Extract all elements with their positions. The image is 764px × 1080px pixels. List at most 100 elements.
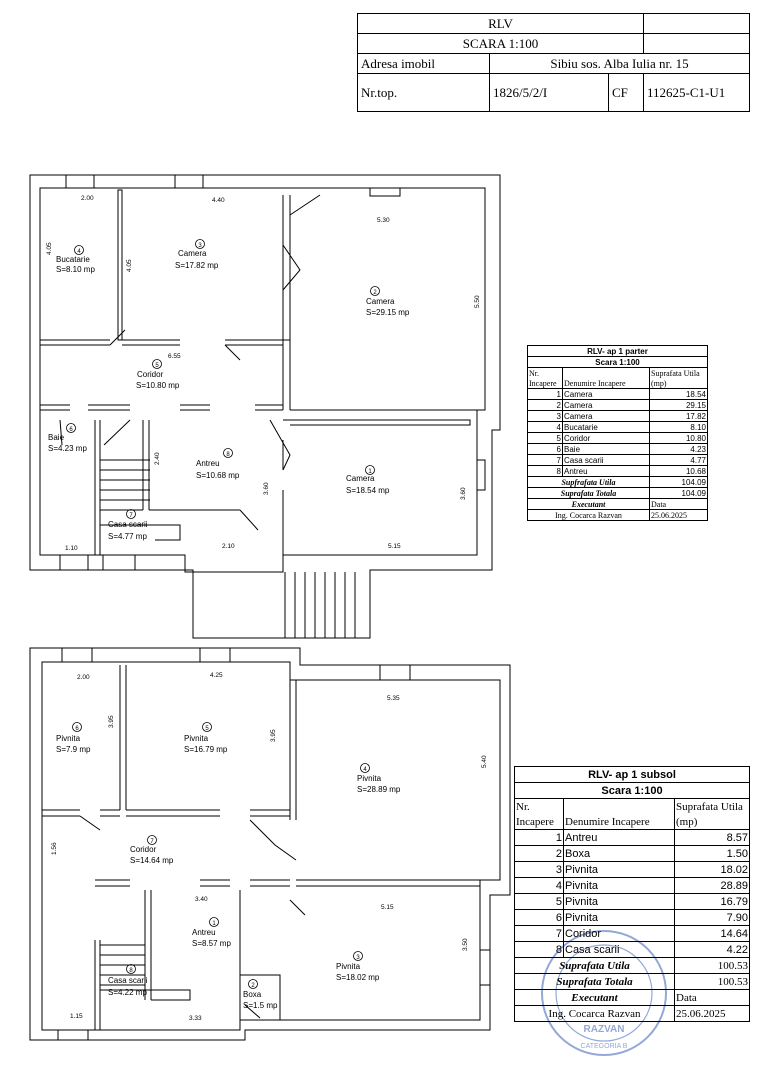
parter-scale: Scara 1:100 [527,356,708,368]
row-nr: 4 [514,877,564,894]
row-area: 18.02 [674,861,750,878]
subsol-title: RLV- ap 1 subsol [514,766,750,783]
dim-p-7: 2.40 [154,452,161,465]
room-name-s6: Pivnita [56,734,81,743]
subsol-sum-utila: 100.53 [674,957,750,974]
dim-s-7: 3.40 [195,896,208,903]
row-area: 8.10 [649,421,708,433]
room-name-s1: Antreu [192,928,216,937]
stamp-category: CATEGORIA B [581,1043,628,1050]
room-num-s2: 2 [251,983,255,989]
dim-p-9: 3.60 [460,487,467,500]
row-area: 18.54 [649,388,708,400]
dim-p-11: 2.10 [222,543,235,550]
row-nr: 3 [514,861,564,878]
dim-s-2: 5.35 [387,695,400,702]
dim-s-6: 1.56 [51,842,58,855]
room-name-p3: Camera [178,249,207,258]
room-name-p7: Casa scarii [108,520,148,529]
row-area: 28.89 [674,877,750,894]
room-area-s6: S=7.9 mp [56,745,91,754]
dim-s-9: 3.50 [462,938,469,951]
dim-s-4: 3.95 [270,729,277,742]
row-name: Camera [562,410,650,422]
row-area: 4.23 [649,443,708,455]
room-num-s5: 5 [205,726,209,732]
room-area-s5: S=16.79 mp [184,745,228,754]
room-name-p8: Antreu [196,459,220,468]
parter-col-area-1: Suprafata Utila [649,367,708,378]
subsol-sum-totala-label: Suprafata Totala [514,973,675,990]
row-nr: 5 [514,893,564,910]
room-num-s3: 3 [356,955,360,961]
plan-subsol-walls [29,647,511,1041]
room-num-p2: 2 [373,290,377,296]
plan-parter-walls [29,174,501,639]
parter-col-name: Denumire Incapere [562,378,650,389]
dim-s-0: 2.00 [77,674,90,681]
dim-p-5: 5.50 [474,295,481,308]
room-name-p1: Camera [346,474,375,483]
parter-col-nr-2: Incapere [527,378,563,389]
row-area: 14.64 [674,925,750,942]
dim-p-12: 5.15 [388,543,401,550]
row-nr: 8 [527,465,563,477]
subsol-executant-label: Executant [514,989,675,1006]
room-name-s8: Casa scarii [108,976,148,985]
parter-col-nr-1: Nr. [527,367,563,378]
room-area-p6: S=4.23 mp [48,444,87,453]
stamp-name: RAZVAN [584,1024,625,1035]
row-name: Casa scarii [563,941,675,958]
row-name: Boxa [563,845,675,862]
subsol-col-name: Denumire Incapere [563,814,675,830]
row-area: 4.22 [674,941,750,958]
parter-title: RLV- ap 1 parter [527,345,708,357]
room-num-p7: 7 [129,513,133,519]
dim-p-4: 4.05 [126,259,133,272]
room-num-s1: 1 [212,921,216,927]
parter-col-area-2: (mp) [649,378,708,389]
subsol-date: 25.06.2025 [674,1005,750,1022]
dim-s-10: 1.15 [70,1013,83,1020]
room-area-p7: S=4.77 mp [108,532,147,541]
header-table: RLV SCARA 1:100 Adresa imobil Sibiu sos.… [357,13,750,112]
room-area-s4: S=28.89 mp [357,785,401,794]
parter-data-label: Data [649,498,708,510]
room-area-p8: S=10.68 mp [196,471,240,480]
room-circles-subsol [72,722,370,989]
plan-subsol-labels: 6 Pivnita S=7.9 mp 5 Pivnita S=16.79 mp … [51,672,488,1022]
row-nr: 2 [527,399,563,411]
room-name-s2: Boxa [243,990,262,999]
row-nr: 2 [514,845,564,862]
row-name: Camera [562,399,650,411]
room-area-s2: S=1.5 mp [243,1001,278,1010]
row-nr: 7 [527,454,563,466]
subsol-summary-table: RLV- ap 1 subsol Scara 1:100 Nr. Suprafa… [514,766,750,1022]
row-area: 10.80 [649,432,708,444]
plan-parter-labels: 4 Bucatarie S=8.10 mp 3 Camera S=17.82 m… [46,195,481,552]
parter-sum-totala-label: Suprafata Totala [527,487,650,499]
room-area-s1: S=8.57 mp [192,939,231,948]
dim-p-0: 2.00 [81,195,94,202]
address-value: Sibiu sos. Alba Iulia nr. 15 [489,53,750,74]
dim-p-8: 3.60 [263,482,270,495]
subsol-data-label: Data [674,989,750,1006]
row-name: Casa scarii [562,454,650,466]
room-circles-parter [66,239,380,519]
room-area-p1: S=18.54 mp [346,486,390,495]
room-name-s7: Coridor [130,845,157,854]
nrtop-label: Nr.top. [357,73,490,112]
row-nr: 3 [527,410,563,422]
row-nr: 7 [514,925,564,942]
dim-p-1: 4.40 [212,197,225,204]
